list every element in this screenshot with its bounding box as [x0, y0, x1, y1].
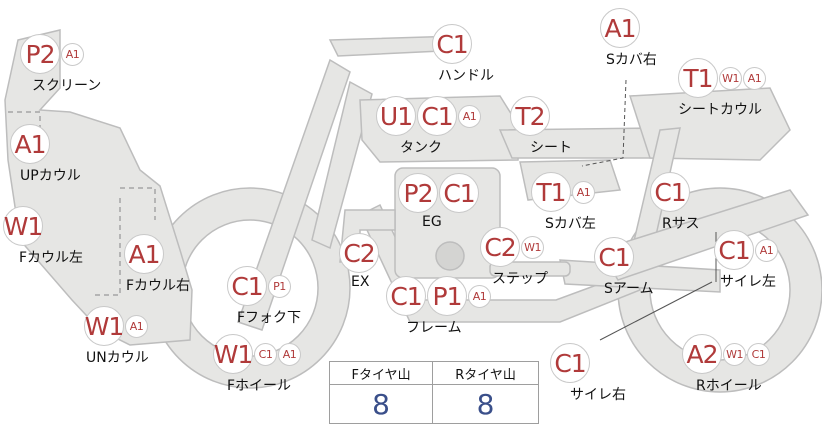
repair-code-small-badge: A1 [572, 180, 595, 204]
frame-part: C1 P1 A1 フレーム [386, 276, 491, 337]
part-label: スクリーン [32, 78, 102, 94]
repair-code-badge: P1 [427, 276, 467, 316]
part-label: Sアーム [604, 281, 654, 297]
part-label: サイレ右 [570, 387, 626, 403]
repair-code-badge: C1 [432, 24, 472, 64]
repair-code-badge: C1 [227, 266, 267, 306]
repair-code-badge: C1 [439, 173, 479, 213]
part-label: Rホイール [696, 378, 762, 394]
fcowl-right-part: A1 Fカウル右 [124, 234, 190, 295]
part-label: UNカウル [86, 350, 149, 366]
part-label: フレーム [406, 320, 462, 336]
repair-code-badge: T1 [531, 172, 571, 212]
repair-code-badge: C1 [650, 172, 690, 212]
repair-code-small-badge: P1 [268, 274, 291, 298]
rear-tyre-header: Rタイヤ山 [432, 361, 539, 385]
step-part: C2 W1 ステップ [480, 227, 548, 288]
rear-tyre-value: 8 [432, 384, 539, 424]
upcowl-part: A1 UPカウル [10, 124, 81, 185]
repair-code-badge: U1 [376, 96, 416, 136]
repair-code-badge: W1 [213, 334, 253, 374]
repair-code-badge: A2 [682, 334, 722, 374]
rwheel-part: A2 W1 C1 Rホイール [682, 334, 770, 395]
part-label: サイレ左 [720, 274, 776, 290]
part-label: シートカウル [678, 102, 762, 118]
tank-part: U1 C1 A1 タンク [376, 96, 481, 157]
silencer-left-part: C1 A1 サイレ左 [714, 230, 778, 291]
ex-part: C2 EX [339, 233, 379, 290]
handle-part: C1 ハンドル [432, 24, 494, 85]
repair-code-badge: A1 [124, 234, 164, 274]
frame-downtube-shape [311, 80, 373, 250]
repair-code-badge: C1 [550, 343, 590, 383]
part-label: Fフォク下 [237, 310, 302, 326]
repair-code-badge: C1 [714, 230, 754, 270]
repair-code-badge: T1 [678, 58, 718, 98]
front-tyre-header: Fタイヤ山 [328, 361, 434, 385]
seatcowl-part: T1 W1 A1 シートカウル [678, 58, 766, 119]
part-label: ハンドル [438, 68, 494, 84]
repair-code-badge: T2 [510, 96, 550, 136]
repair-code-small-badge: W1 [719, 66, 742, 90]
part-label: EX [351, 274, 370, 290]
part-label: Fカウル右 [126, 278, 191, 294]
repair-code-small-badge: A1 [61, 42, 84, 66]
screen-part: P2 A1 スクリーン [20, 34, 101, 95]
part-label: EG [422, 214, 442, 230]
ffork-part: C1 P1 Fフォク下 [227, 266, 301, 327]
repair-code-badge: C1 [386, 276, 426, 316]
part-label: Fカウル左 [19, 250, 84, 266]
repair-code-badge: W1 [84, 306, 124, 346]
repair-code-badge: C2 [339, 233, 379, 273]
repair-code-badge: W1 [3, 206, 43, 246]
repair-code-small-badge: C1 [254, 342, 277, 366]
part-label: Sカバ右 [606, 52, 657, 68]
part-label: Sカバ左 [545, 216, 596, 232]
repair-code-badge: C2 [480, 227, 520, 267]
repair-code-small-badge: A1 [755, 238, 778, 262]
part-label: タンク [400, 140, 442, 156]
part-label: シート [530, 140, 572, 156]
repair-code-small-badge: A1 [278, 342, 301, 366]
repair-code-badge: P2 [398, 173, 438, 213]
seat-part: T2 シート [510, 96, 572, 157]
repair-code-badge: C1 [417, 96, 457, 136]
repair-code-small-badge: W1 [521, 235, 544, 259]
repair-code-small-badge: A1 [458, 104, 481, 128]
part-label: Rサス [662, 216, 700, 232]
repair-code-badge: C1 [594, 237, 634, 277]
part-label: ステップ [492, 271, 548, 287]
repair-code-badge: A1 [10, 124, 50, 164]
rsus-part: C1 Rサス [650, 172, 699, 233]
repair-code-small-badge: W1 [723, 342, 746, 366]
fwheel-part: W1 C1 A1 Fホイール [213, 334, 301, 395]
sarm-part: C1 Sアーム [594, 237, 654, 298]
repair-code-small-badge: A1 [743, 66, 766, 90]
repair-code-badge: P2 [20, 34, 60, 74]
eg-part: P2 C1 EG [398, 173, 479, 230]
repair-code-small-badge: A1 [125, 314, 148, 338]
repair-code-small-badge: A1 [468, 284, 491, 308]
part-label: UPカウル [20, 168, 81, 184]
fork-shape [237, 58, 351, 331]
repair-code-badge: A1 [600, 8, 640, 48]
tyre-tread-table: Fタイヤ山 Rタイヤ山 8 8 [328, 361, 539, 424]
scover-right-part: A1 Sカバ右 [600, 8, 657, 69]
repair-code-small-badge: C1 [747, 342, 770, 366]
fcowl-left-part: W1 Fカウル左 [3, 206, 83, 267]
front-tyre-value: 8 [328, 384, 434, 424]
scover-left-part: T1 A1 Sカバ左 [531, 172, 596, 233]
uncowl-part: W1 A1 UNカウル [84, 306, 149, 367]
part-label: Fホイール [227, 378, 292, 394]
step-shape [489, 261, 571, 277]
silencer-right-part: C1 サイレ右 [550, 343, 626, 404]
